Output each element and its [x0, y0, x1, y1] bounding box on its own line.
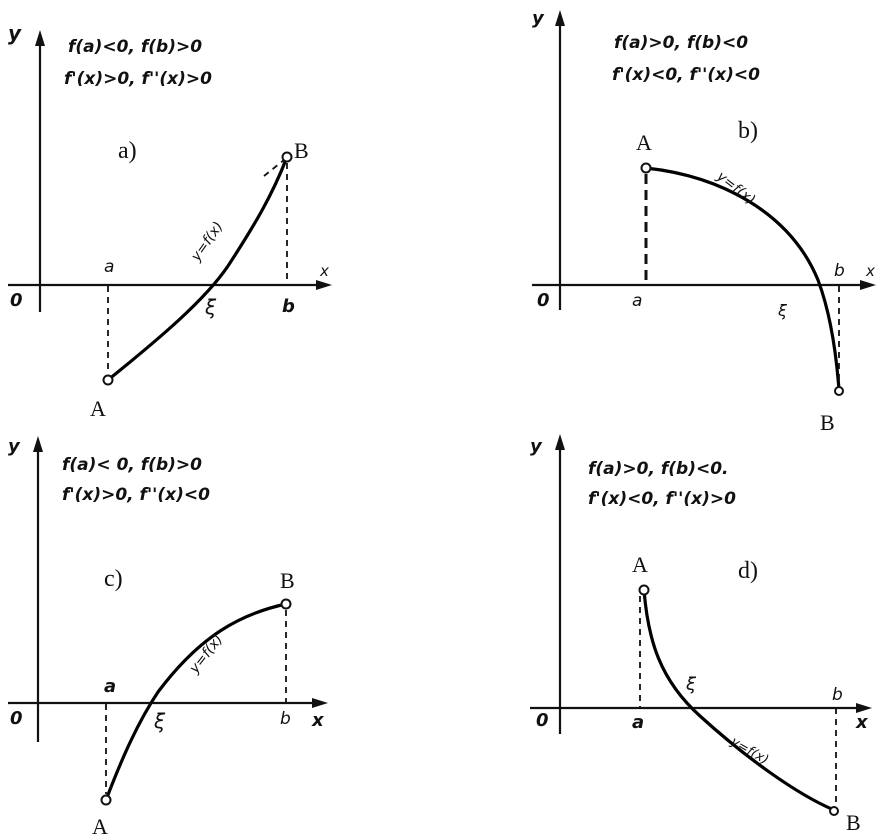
panel-a-condition-2: f'(x)>0, f''(x)>0: [64, 69, 212, 89]
panel-d-condition-1: f(a)>0, f(b)<0.: [588, 459, 729, 479]
panel-b-caption: b): [738, 118, 758, 144]
panel-d-root-label: ξ: [685, 674, 697, 695]
panel-d-y-arrow: [555, 434, 565, 450]
panel-d-curve: [642, 588, 836, 812]
panel-d-point-B: [829, 806, 839, 816]
panel-a-x-arrow: [316, 280, 332, 290]
panel-c-root-label: ξ: [153, 709, 166, 733]
panel-b-curve: [644, 166, 841, 392]
panel-a-root-label: ξ: [204, 295, 217, 319]
panel-c-y-arrow: [33, 436, 43, 452]
panel-a-A-label: A: [90, 396, 106, 421]
panel-c-y-label: y: [8, 436, 21, 457]
panel-d-origin-label: 0: [536, 710, 549, 731]
panel-b-y-arrow: [555, 10, 565, 26]
panel-d: y x 0 f(a)>0, f(b)<0. f'(x)<0, f''(x)>0 …: [530, 434, 872, 835]
panel-d-A-label: A: [632, 552, 648, 577]
panel-a-x-label: x: [319, 262, 329, 280]
panel-c-caption: c): [104, 566, 123, 592]
panel-a-caption: a): [118, 138, 137, 164]
panel-b-A-label: A: [636, 130, 652, 155]
panel-a-y-arrow: [35, 30, 45, 46]
panel-a-b-label: b: [282, 296, 295, 317]
panel-b-point-A: [640, 162, 652, 174]
panel-a-dash-tip: [263, 159, 285, 177]
panel-b-B-label: B: [820, 410, 835, 435]
panel-c-condition-2: f'(x)>0, f''(x)<0: [62, 485, 210, 505]
panel-b-condition-1: f(a)>0, f(b)<0: [614, 33, 748, 53]
panel-c-x-arrow: [312, 698, 328, 708]
panel-a-B-label: B: [294, 138, 309, 163]
panel-b: y x 0 f(a)>0, f(b)<0 f'(x)<0, f''(x)<0 b…: [532, 8, 876, 435]
panel-b-root-label: ξ: [777, 301, 788, 320]
panel-c-origin-label: 0: [10, 708, 23, 729]
panel-d-point-A: [638, 584, 650, 596]
panel-d-caption: d): [738, 558, 758, 584]
panel-d-a-label: a: [632, 712, 644, 733]
panel-c-x-label: x: [311, 710, 325, 731]
panel-b-b-label: b: [834, 261, 845, 281]
panel-c-point-B: [280, 598, 292, 610]
panel-d-x-label: x: [855, 712, 869, 733]
panel-d-y-label: y: [530, 436, 543, 457]
panel-b-point-B: [834, 386, 844, 396]
panel-b-y-label: y: [532, 8, 545, 29]
panel-b-condition-2: f'(x)<0, f''(x)<0: [612, 65, 760, 85]
panel-c-point-A: [100, 794, 112, 806]
panel-d-condition-2: f'(x)<0, f''(x)>0: [588, 489, 736, 509]
panel-b-x-arrow: [860, 280, 876, 290]
panel-d-b-label: b: [832, 685, 843, 705]
panel-a: y x 0 f(a)<0, f(b)>0 f'(x)>0, f''(x)>0 a…: [8, 21, 332, 421]
panel-a-a-label: a: [104, 257, 114, 277]
panel-c-a-label: a: [104, 676, 116, 697]
panel-b-a-label: a: [632, 291, 642, 311]
panel-a-y-label: y: [8, 21, 22, 45]
panel-a-curve-label: y=f(x): [188, 219, 227, 265]
panel-b-origin-label: 0: [537, 290, 550, 311]
panel-d-B-label: B: [846, 810, 861, 835]
panel-c-condition-1: f(a)< 0, f(b)>0: [62, 455, 202, 475]
panel-a-curve: [106, 155, 289, 382]
panel-b-curve-label: y=f(x): [713, 168, 758, 208]
panel-d-curve-label: y=f(x): [727, 734, 771, 768]
panel-a-point-A: [102, 374, 114, 386]
panel-c-A-label: A: [92, 814, 108, 836]
panel-a-point-B: [281, 151, 293, 163]
panel-c-b-label: b: [280, 709, 291, 729]
panel-a-origin-label: 0: [10, 290, 23, 311]
panel-c: y x 0 f(a)< 0, f(b)>0 f'(x)>0, f''(x)<0 …: [8, 436, 328, 836]
panel-b-x-label: x: [865, 262, 875, 280]
panel-c-curve: [104, 602, 288, 802]
panel-a-condition-1: f(a)<0, f(b)>0: [68, 37, 202, 57]
panel-c-B-label: B: [280, 568, 295, 593]
panel-d-x-arrow: [856, 703, 872, 713]
